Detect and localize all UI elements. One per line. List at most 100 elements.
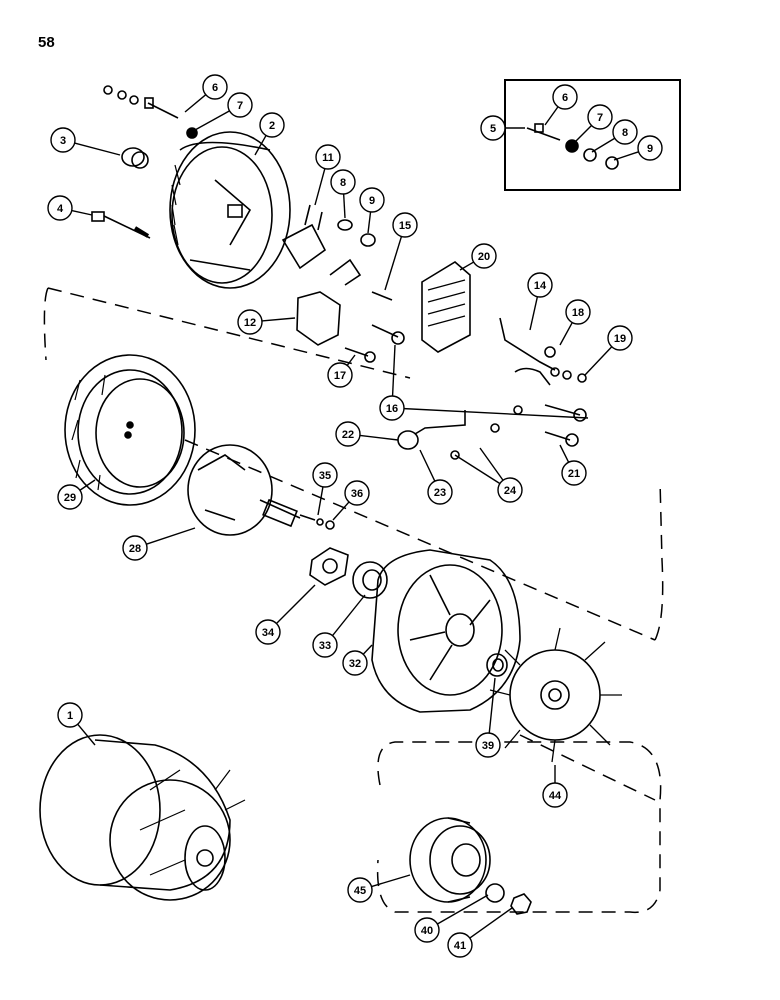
callout-circle (612, 119, 638, 145)
callout-circle (312, 462, 338, 488)
callout-leader (146, 527, 196, 545)
rectifier-bridge (421, 261, 471, 353)
callout-circle (237, 309, 263, 335)
callout-leader (275, 584, 316, 625)
rotor-hardware (299, 514, 335, 530)
callout-label: 5 (490, 123, 496, 135)
callout-leader (419, 449, 436, 482)
callout-label: 8 (340, 177, 346, 189)
pulley (409, 817, 491, 903)
callout-label: 15 (399, 220, 411, 232)
callout-circle (392, 212, 418, 238)
callout-label: 14 (534, 280, 547, 292)
callout-leader (77, 723, 96, 746)
callout-34: 34 (255, 584, 316, 645)
callout-label: 9 (369, 195, 375, 207)
callout-circle (57, 484, 83, 510)
callout-35: 35 (312, 462, 338, 516)
callout-circle (259, 112, 285, 138)
bearing (121, 147, 149, 169)
callout-6: 6 (184, 74, 228, 113)
callout-33: 33 (312, 594, 366, 658)
callout-circle (527, 272, 553, 298)
callout-circle (57, 702, 83, 728)
callout-22: 22 (335, 421, 399, 447)
callout-18: 18 (559, 299, 591, 346)
callout-circle (202, 74, 228, 100)
callout-leader (346, 354, 356, 366)
callout-label: 33 (319, 640, 331, 652)
assembled-alternator (39, 734, 246, 901)
callout-label: 34 (262, 627, 275, 639)
callout-label: 22 (342, 429, 354, 441)
callout-23: 23 (419, 449, 453, 505)
callout-leader (584, 346, 613, 376)
callout-label: 3 (60, 135, 66, 147)
regulator (281, 204, 362, 346)
callout-circle (637, 135, 663, 161)
callout-label: 45 (354, 885, 366, 897)
callout-leader (559, 322, 573, 346)
callout-label: 6 (212, 82, 218, 94)
callout-leader (559, 444, 570, 463)
rear-housing (169, 131, 291, 289)
callout-3: 3 (50, 127, 121, 156)
callout-45: 45 (347, 874, 411, 903)
callout-leader (574, 124, 593, 143)
callout-label: 20 (478, 251, 490, 263)
callout-8: 8 (330, 169, 356, 219)
callout-leader (314, 168, 326, 206)
callout-circle (480, 115, 506, 141)
callout-leader (544, 106, 559, 126)
callout-15: 15 (384, 212, 418, 291)
callout-circle (561, 460, 587, 486)
callout-label: 17 (334, 370, 346, 382)
callout-label: 18 (572, 307, 584, 319)
callout-label: 40 (421, 925, 433, 937)
callout-leader (317, 486, 324, 516)
bearing-retainer (309, 547, 349, 586)
screws-right (513, 404, 587, 447)
callout-circle (359, 187, 385, 213)
callout-6: 6 (544, 84, 578, 126)
callout-leader (479, 447, 504, 481)
callout-leader (74, 142, 121, 156)
callout-label: 19 (614, 333, 626, 345)
callout-9: 9 (613, 135, 663, 161)
callout-circle (227, 92, 253, 118)
callout-label: 7 (237, 100, 243, 112)
collar (486, 653, 508, 677)
callout-17: 17 (327, 354, 356, 388)
callout-leader (371, 874, 411, 888)
callout-label: 11 (322, 152, 334, 164)
callout-leader (362, 644, 373, 655)
callout-circle (347, 877, 373, 903)
callout-label: 6 (562, 92, 568, 104)
callout-circle (471, 243, 497, 269)
callout-circle (312, 632, 338, 658)
callout-circle (122, 535, 148, 561)
callout-label: 1 (67, 710, 73, 722)
callout-leader (391, 344, 396, 397)
callout-label: 16 (386, 403, 398, 415)
callout-leader (331, 594, 366, 637)
callout-circle (255, 619, 281, 645)
callout-circle (335, 421, 361, 447)
callout-circle (344, 480, 370, 506)
callout-leader (469, 907, 513, 939)
callout-44: 44 (542, 765, 568, 808)
callout-14: 14 (527, 272, 553, 331)
callout-label: 2 (269, 120, 275, 132)
callout-19: 19 (584, 325, 633, 376)
fan (489, 627, 622, 763)
callout-circle (497, 477, 523, 503)
callout-leader (194, 110, 230, 131)
callout-leader (437, 894, 489, 925)
callout-label: 12 (244, 317, 256, 329)
callout-label: 35 (319, 470, 331, 482)
callout-41: 41 (447, 907, 513, 958)
callout-label: 36 (351, 488, 363, 500)
callout-circle (50, 127, 76, 153)
callout-16: 16 (379, 344, 589, 421)
